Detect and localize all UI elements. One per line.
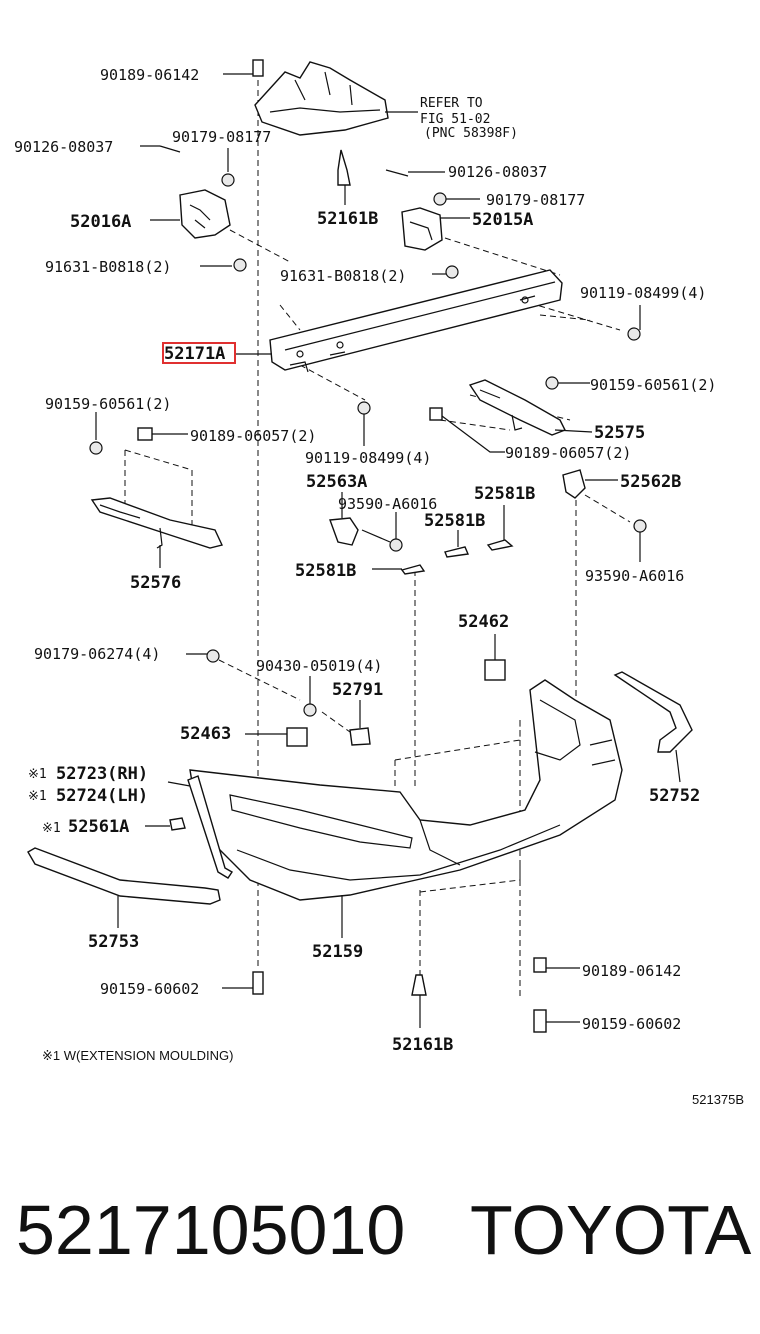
clip-90189-06142-bottom: [533, 957, 580, 973]
bracket-52562b: [562, 469, 618, 499]
moulding-52752: [613, 671, 693, 783]
brand-name: TOYOTA: [470, 1191, 752, 1269]
bracket-52563a: [329, 492, 359, 546]
label-90126-08037-right: 90126-08037: [448, 163, 547, 181]
screw-93590-left: [361, 512, 403, 552]
label-52576: 52576: [130, 573, 181, 593]
nut-90179-06274: [186, 649, 301, 701]
label-52581b-1: 52581B: [474, 484, 535, 504]
nut-90179-right: [433, 192, 480, 206]
bolt-90159-60602-right: [533, 1009, 580, 1033]
highlight-box-52171a: [162, 342, 236, 364]
bolt-90119-center: [357, 401, 371, 446]
label-93590-left: 93590-A6016: [338, 495, 437, 513]
moulding-52723-52724: [167, 775, 233, 879]
label-90179-08177-left: 90179-08177: [172, 128, 271, 146]
label-90159-60602-left: 90159-60602: [100, 980, 199, 998]
stud-52791: [321, 700, 371, 746]
label-90189-06142-bottom: 90189-06142: [582, 962, 681, 980]
clip-52561a: [145, 817, 186, 831]
clip-90189-06057-left: [137, 427, 188, 441]
label-52561a-mark: ※1: [42, 821, 61, 836]
pad-52581b-2: [444, 530, 470, 558]
label-52724-mark: ※1: [28, 789, 47, 804]
label-refer-fig: FIG 51-02: [420, 112, 490, 127]
label-52171a: 52171A: [164, 344, 225, 364]
label-52723-mark: ※1: [28, 767, 47, 782]
clip-90189-06057-right: [429, 407, 505, 453]
label-52581b-2: 52581B: [424, 511, 485, 531]
label-52581b-3: 52581B: [295, 561, 356, 581]
label-52575: 52575: [594, 423, 645, 443]
label-90159-60561-right: 90159-60561(2): [590, 376, 716, 394]
label-93590-right: 93590-A6016: [585, 567, 684, 585]
label-52723: 52723(RH): [56, 764, 148, 784]
pad-52581b-1: [486, 505, 514, 551]
label-90430: 90430-05019(4): [256, 657, 382, 675]
label-90119-center: 90119-08499(4): [305, 449, 431, 467]
bracket-52016a: [150, 189, 231, 239]
bumper-reinforcement-52171a: [269, 269, 563, 373]
label-52462: 52462: [458, 612, 509, 632]
label-52724: 52724(LH): [56, 786, 148, 806]
label-90179-06274: 90179-06274(4): [34, 645, 160, 663]
pad-52462: [484, 634, 506, 681]
label-52753: 52753: [88, 932, 139, 952]
rear-bumper-cover-52159: [189, 679, 623, 901]
label-refer-to: REFER TO: [420, 96, 483, 111]
label-91631-right: 91631-B0818(2): [280, 267, 406, 285]
label-52563a: 52563A: [306, 472, 367, 492]
label-90126-08037-left: 90126-08037: [14, 138, 113, 156]
label-52161b-top: 52161B: [317, 209, 378, 229]
moulding-52753: [27, 847, 221, 928]
label-90189-06142-top: 90189-06142: [100, 66, 199, 84]
bolt-91631-right: [432, 265, 459, 279]
label-90119-right: 90119-08499(4): [580, 284, 706, 302]
part-number: 5217105010: [16, 1191, 406, 1269]
nut-90179-left: [221, 148, 235, 187]
retainer-52575: [468, 379, 593, 436]
retainer-52576: [90, 497, 223, 568]
gasket-90430: [303, 676, 317, 717]
label-52159: 52159: [312, 942, 363, 962]
label-91631-left: 91631-B0818(2): [45, 258, 171, 276]
label-90179-08177-right: 90179-08177: [486, 191, 585, 209]
label-52016a: 52016A: [70, 212, 131, 232]
label-52561a: 52561A: [68, 817, 129, 837]
bolt-90126-left: [140, 145, 181, 153]
bracket-52015a: [401, 207, 470, 251]
label-52015a: 52015A: [472, 210, 533, 230]
clip-52161b-top: [337, 149, 351, 205]
label-52161b-bottom: 52161B: [392, 1035, 453, 1055]
bolt-90159-60602-left: [222, 971, 264, 995]
clip-fastener-top: [223, 59, 264, 77]
label-52463: 52463: [180, 724, 231, 744]
pad-52581b-3: [372, 564, 426, 575]
footnote-extension-moulding: ※1 W(EXTENSION MOULDING): [42, 1048, 233, 1063]
pad-52463: [245, 727, 308, 747]
bolt-90159-60561-right: [545, 376, 590, 390]
footer-banner: 5217105010 TOYOTA: [0, 1190, 760, 1280]
label-90159-60602-right: 90159-60602: [582, 1015, 681, 1033]
label-90159-60561-left: 90159-60561(2): [45, 395, 171, 413]
bolt-90119-right: [627, 305, 641, 341]
bolt-90159-60561-left: [89, 412, 103, 455]
label-90189-06057-right: 90189-06057(2): [505, 444, 631, 462]
figure-number: 521375B: [692, 1092, 744, 1107]
label-52791: 52791: [332, 680, 383, 700]
label-52752: 52752: [649, 786, 700, 806]
label-52562b: 52562B: [620, 472, 681, 492]
screw-93590-right: [584, 494, 647, 562]
clip-52161b-bottom: [411, 974, 427, 1028]
under-cover-reference-part: [254, 61, 389, 136]
bolt-91631-left: [200, 258, 247, 272]
label-90189-06057-left: 90189-06057(2): [190, 427, 316, 445]
bolt-90126-right: [385, 169, 445, 177]
label-refer-pnc: (PNC 58398F): [424, 126, 518, 141]
